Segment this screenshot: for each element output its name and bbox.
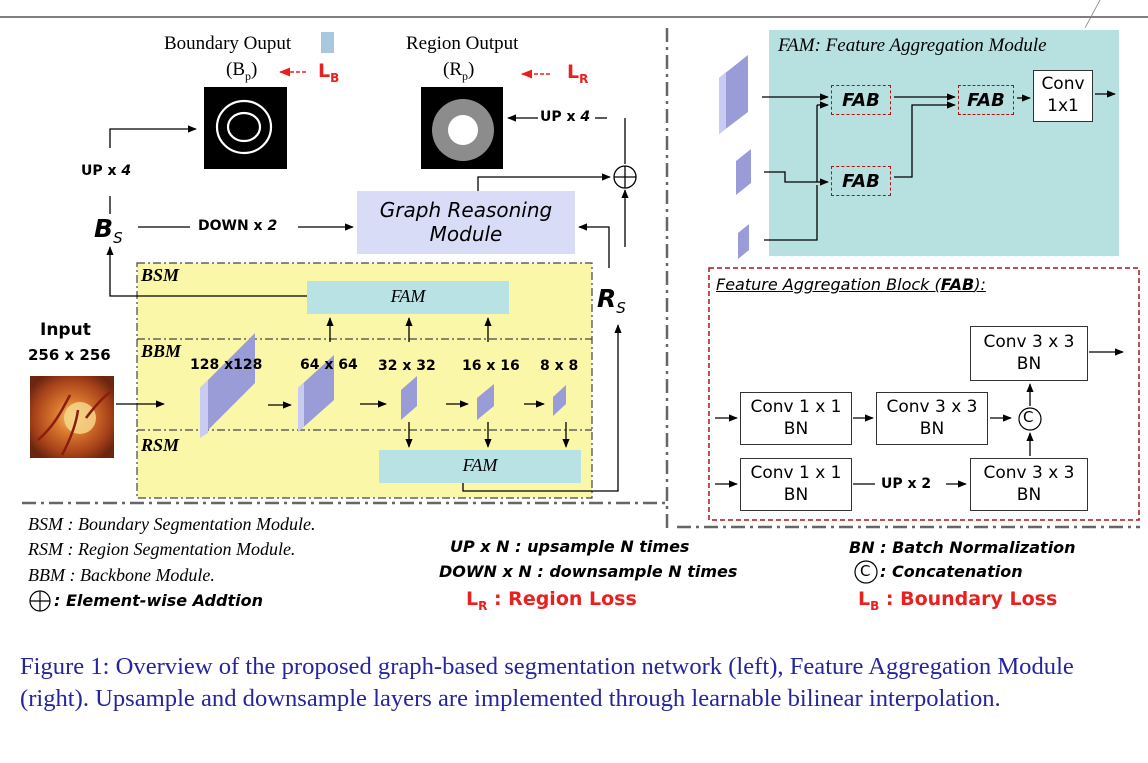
size-label-128: 128 x128 [190,357,263,373]
legend-concat-symbol: C [860,562,871,580]
fab-box-3: FAB [831,166,891,196]
rsm-label: RSM [141,435,180,455]
fam-bottom-label: FAM [462,455,498,475]
up4-right-label: UP x 4 [540,109,591,125]
legend-bbm: BBM : Backbone Module. [28,565,215,585]
legend-downn: DOWN x N : downsample N times [439,562,738,581]
legend-region-loss: LR : Region Loss [466,588,637,613]
bbm-label: BBM [141,341,182,361]
bs-label: BS [94,214,123,247]
down2-label: DOWN x 2 [198,218,278,234]
up2-label: UP x 2 [881,476,932,492]
up4-left-label: UP x 4 [81,163,132,179]
legend-rsm: RSM : Region Segmentation Module. [28,539,296,559]
concat-node [1018,407,1042,431]
concat-symbol: C [1023,408,1034,426]
size-label-64: 64 x 64 [300,357,358,373]
figure-caption: Figure 1: Overview of the proposed graph… [20,653,1074,712]
legend-concat: : Concatenation [880,562,1023,581]
fab-box-1: FAB [831,85,891,115]
fab-box-2: FAB [958,85,1014,115]
graph-reasoning-box [357,191,575,254]
fab-block-title: Feature Aggregation Block (FAB): [716,275,986,294]
size-label-32: 32 x 32 [378,358,436,374]
fam-top-label: FAM [390,286,426,306]
input-label: Input [40,320,91,340]
legend-bn: BN : Batch Normalization [849,538,1076,557]
bsm-label: BSM [141,265,180,285]
fam-panel [769,30,1119,256]
boundary-output-label: Boundary Ouput [164,33,292,54]
region-output-label: Region Output [406,33,519,54]
input-size-label: 256 x 256 [28,346,111,364]
loss-b-label: LB [318,60,340,85]
rs-label: RS [597,284,626,317]
legend-boundary-loss: LB : Boundary Loss [858,588,1058,613]
region-pred-label: (Rp) [443,59,475,83]
fam-bottom-box [379,450,581,483]
fab-block-frame [708,267,1140,521]
legend-elementwise: : Element-wise Addtion [54,591,263,610]
legend-bsm: BSM : Boundary Segmentation Module. [28,514,316,534]
size-label-16: 16 x 16 [462,358,520,374]
fam-top-box [307,281,509,314]
size-label-8: 8 x 8 [540,358,579,374]
legend-upn: UP x N : upsample N times [450,537,690,556]
loss-r-label: LR [567,61,589,86]
boundary-pred-label: (Bp) [226,59,258,83]
fam-title: FAM: Feature Aggregation Module [778,35,1047,56]
